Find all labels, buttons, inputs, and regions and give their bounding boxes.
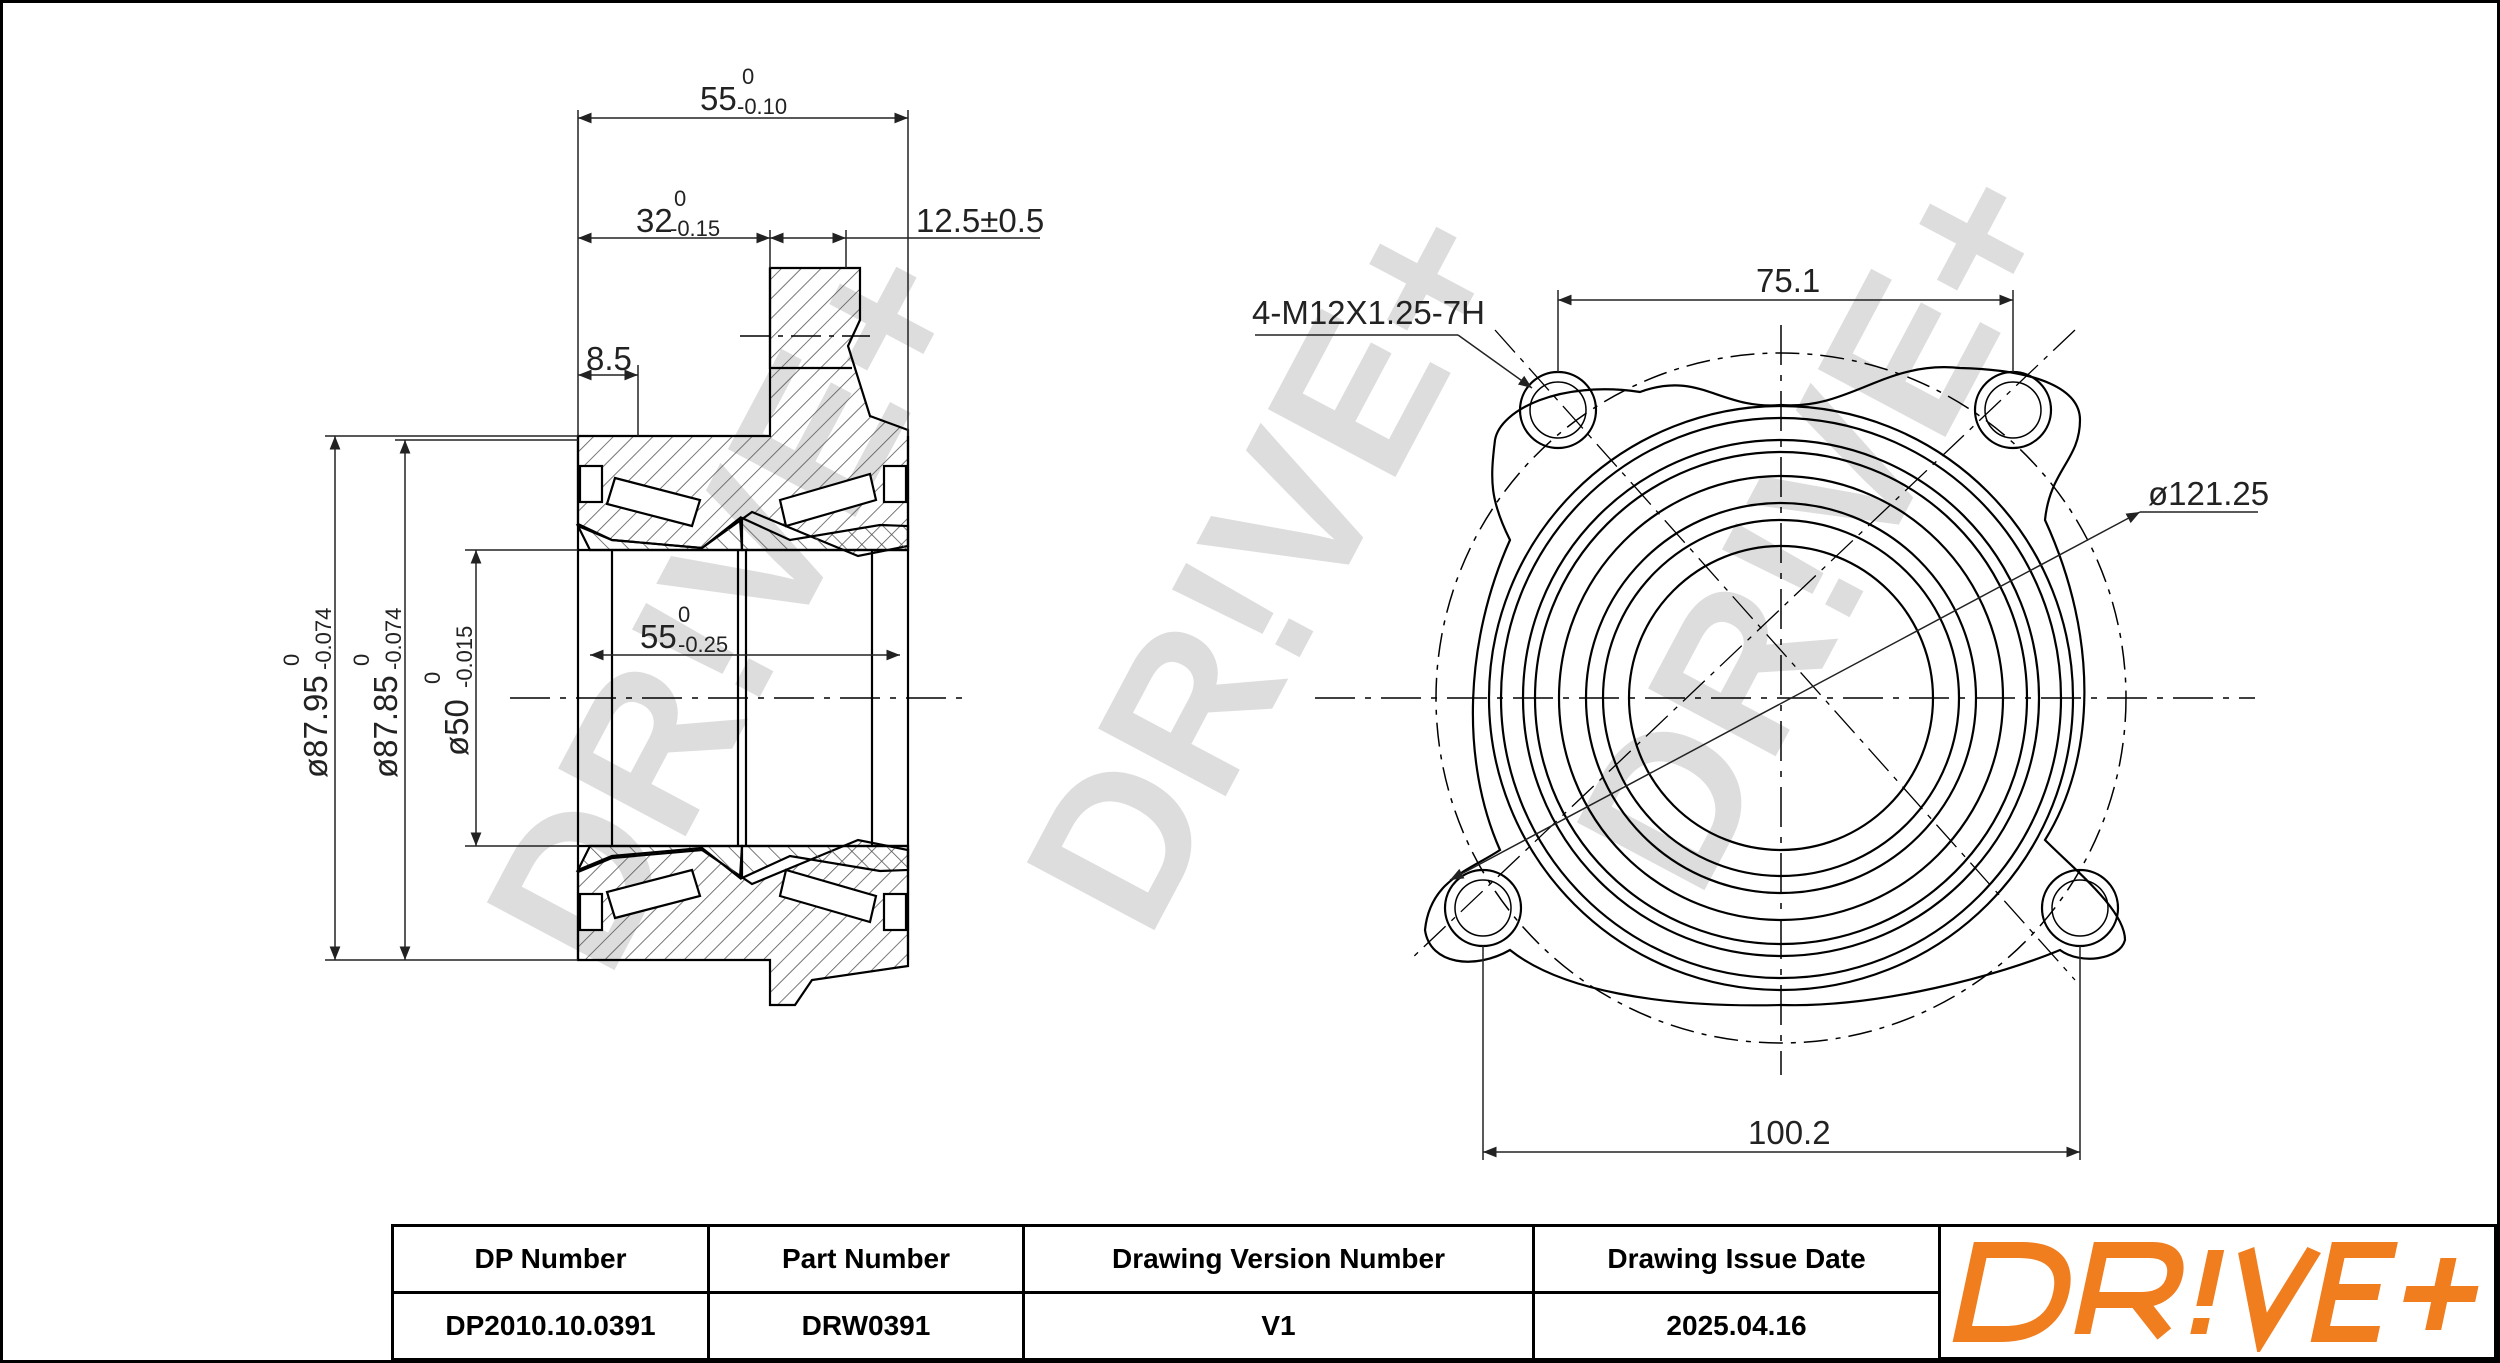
flange-stub <box>768 268 852 370</box>
svg-text:-0.074: -0.074 <box>381 608 406 670</box>
roller-upper-right <box>778 472 878 528</box>
title-table: DP Number Part Number Drawing Version Nu… <box>391 1224 1941 1361</box>
front-view-labels: 4-M12X1.25-7H 75.1 ø121.25 100.2 <box>1252 262 2269 1151</box>
thread-callout: 4-M12X1.25-7H <box>1252 294 1485 331</box>
dim-inner-width: 55 <box>640 618 677 655</box>
dim-overall-width: 55 <box>700 80 737 117</box>
value-part-number: DRW0391 <box>707 1291 1025 1361</box>
svg-text:-0.25: -0.25 <box>678 632 728 657</box>
value-dp-number: DP2010.10.0391 <box>391 1291 710 1361</box>
roller-lower-left <box>605 868 702 920</box>
side-section-view <box>510 266 965 1007</box>
svg-text:0: 0 <box>420 672 445 684</box>
dim-bore-diameter: ø50 <box>438 699 475 756</box>
title-value-row: DP2010.10.0391 DRW0391 V1 2025.04.16 <box>391 1291 1941 1361</box>
header-issue-date: Drawing Issue Date <box>1532 1224 1941 1294</box>
svg-text:-0.074: -0.074 <box>311 608 336 670</box>
header-drawing-version: Drawing Version Number <box>1022 1224 1535 1294</box>
svg-text:DR!VE+: DR!VE+ <box>980 168 1552 964</box>
svg-text:-0.15: -0.15 <box>670 216 720 241</box>
roller-lower-right <box>778 868 878 924</box>
svg-text:0: 0 <box>742 64 754 89</box>
title-header-row: DP Number Part Number Drawing Version Nu… <box>391 1224 1941 1294</box>
svg-text:0: 0 <box>349 654 374 666</box>
value-drawing-version: V1 <box>1022 1291 1535 1361</box>
dim-flange-offset: 32 <box>636 202 673 239</box>
header-dp-number: DP Number <box>391 1224 710 1294</box>
brand-logo <box>1938 1224 2497 1360</box>
bolt-hole-bottom-left <box>1443 868 1523 948</box>
seal-upper-right <box>882 464 908 504</box>
bolt-hole-bottom-right <box>2040 868 2120 948</box>
seal-upper-left <box>578 464 604 504</box>
svg-text:0: 0 <box>279 654 304 666</box>
dim-bolt-spacing-bottom: 100.2 <box>1748 1114 1831 1151</box>
side-view-labels: 55 0 -0.10 32 0 -0.15 12.5±0.5 8.5 55 0 … <box>279 64 1044 778</box>
dim-flange-thickness: 12.5±0.5 <box>916 202 1044 239</box>
bolt-hole-top-left <box>1518 370 1598 450</box>
dim-bolt-spacing-top: 75.1 <box>1756 262 1820 299</box>
dim-outer-diameter-2: ø87.85 <box>367 675 404 778</box>
seal-lower-right <box>882 892 908 932</box>
svg-text:0: 0 <box>674 186 686 211</box>
dim-outer-diameter-1: ø87.95 <box>297 675 334 778</box>
dim-pitch-circle: ø121.25 <box>2148 475 2269 512</box>
svg-text:-0.015: -0.015 <box>452 626 477 688</box>
side-view-dimensions <box>325 110 1040 961</box>
value-issue-date: 2025.04.16 <box>1532 1291 1941 1361</box>
svg-text:-0.10: -0.10 <box>737 94 787 119</box>
svg-text:0: 0 <box>678 602 690 627</box>
header-part-number: Part Number <box>707 1224 1025 1294</box>
roller-upper-left <box>605 476 702 528</box>
seal-lower-left <box>578 892 604 932</box>
title-block: DP Number Part Number Drawing Version Nu… <box>391 1224 2497 1361</box>
watermark-center: DR!VE+ <box>980 168 1552 964</box>
front-view-dimensions <box>1255 290 2258 1160</box>
dim-seal-offset: 8.5 <box>586 340 632 377</box>
brand-logo-mark <box>1952 1242 2479 1352</box>
